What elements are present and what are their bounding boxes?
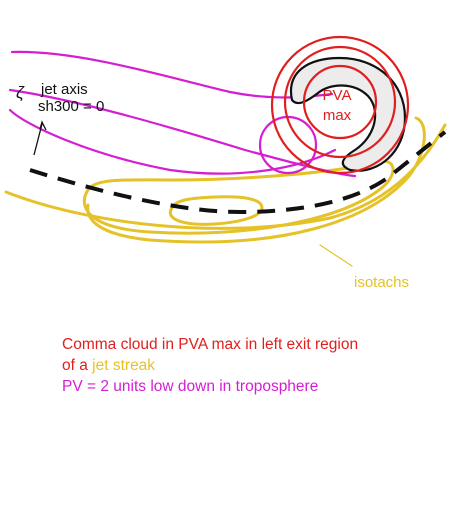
jet-axis-pointer [33, 120, 47, 156]
pva-label: PVA [323, 87, 352, 104]
zeta-symbol: ζ [16, 83, 25, 102]
isotach-pointer [319, 244, 353, 267]
sh300-label: sh300 = 0 [38, 98, 104, 115]
caption-line-2: of a jet streak [62, 355, 442, 376]
caption-line-2-prefix: of a [62, 357, 93, 374]
pv-contour-lower [8, 108, 337, 175]
pva-max-label: max [323, 107, 352, 124]
jet-axis-label: jet axis [40, 81, 88, 98]
isotachs-label: isotachs [354, 274, 409, 291]
isotach-inner [168, 195, 264, 226]
isotach-middle [82, 159, 395, 235]
pva-contour-middle [283, 45, 397, 159]
pva-contour-outer [270, 35, 410, 175]
jet-axis-line [29, 130, 447, 215]
pva-contour-inner [302, 64, 378, 140]
caption-jet-streak: jet streak [92, 357, 156, 374]
figure-caption: Comma cloud in PVA max in left exit regi… [62, 334, 442, 397]
caption-line-1: Comma cloud in PVA max in left exit regi… [62, 336, 359, 353]
caption-line-3: PV = 2 units low down in troposphere [62, 378, 319, 395]
pva-contours [270, 35, 410, 175]
